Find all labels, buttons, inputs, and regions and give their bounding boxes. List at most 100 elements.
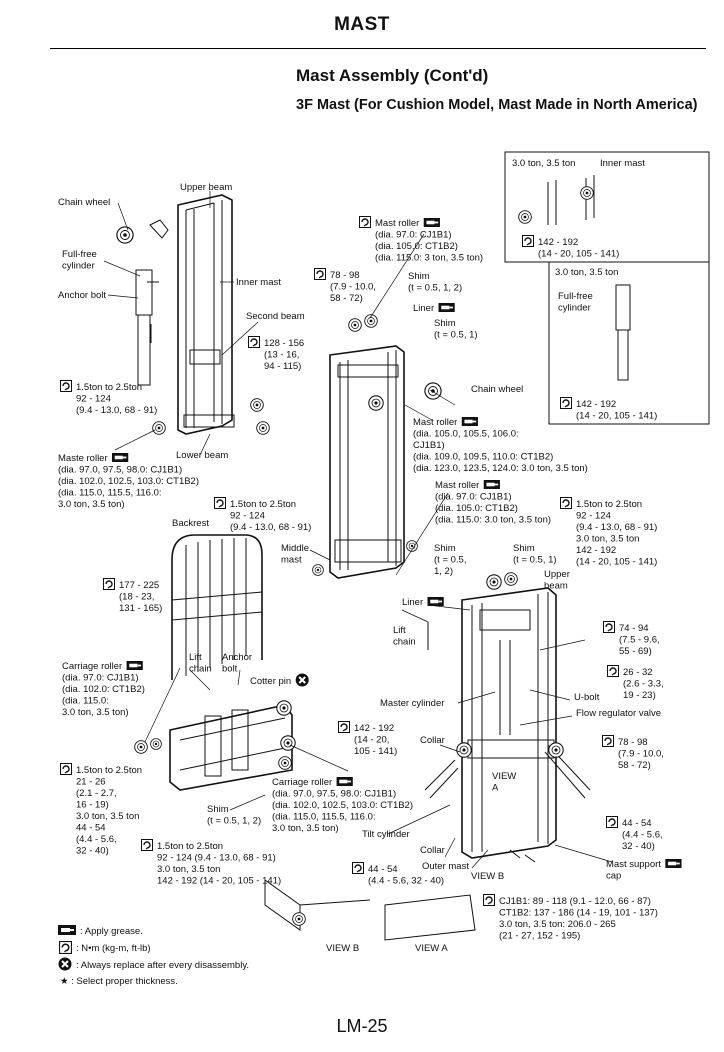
label-line: (dia. 105.0, 105.5, 106.0: — [413, 429, 519, 440]
label-line: (2.6 - 3.3, — [623, 679, 664, 690]
label-line: (dia. 109.0, 109.5, 110.0: CT1B2) — [413, 452, 553, 463]
label-line: (dia. 115.0: 3.0 ton, 3.5 ton) — [435, 515, 551, 526]
label-mast-roller-top: Mast roller(dia. 97.0: CJ1B1)(dia. 105.0… — [359, 216, 483, 264]
label-line: (21 - 27, 152 - 195) — [499, 931, 580, 942]
label-line: 74 - 94 — [619, 623, 649, 634]
label-line: (13 - 16, — [264, 350, 299, 361]
torque-icon — [483, 894, 495, 906]
label-view-a-caption: VIEW A — [415, 943, 448, 954]
view-sketches — [264, 849, 536, 941]
label-line: Upper beam — [180, 182, 232, 193]
label-line: (dia. 97.0, 97.5, 98.0: CJ1B1) — [58, 465, 182, 476]
label-inset-bottom-title: 3.0 ton, 3.5 ton — [555, 267, 618, 278]
label-line: 3.0 ton, 3.5 ton) — [62, 707, 129, 718]
torque-icon — [141, 839, 153, 851]
label-line: 78 - 98 — [330, 270, 360, 281]
label-line: Chain wheel — [471, 384, 523, 395]
label-torque-26-32: 26 - 32(2.6 - 3.3,19 - 23) — [607, 665, 664, 701]
label-line: beam — [544, 581, 568, 592]
label-lower-beam: Lower beam — [176, 450, 228, 461]
label-u-bolt: U-bolt — [574, 692, 600, 703]
label-liner-top: Liner — [413, 303, 455, 314]
label-line: 32 - 40) — [622, 841, 655, 852]
label-line: Lift — [393, 625, 406, 636]
label-torque-44-54-b: 44 - 54(4.4 - 5.6, 32 - 40) — [352, 862, 444, 887]
label-line: 21 - 26 — [76, 777, 106, 788]
torque-icon — [603, 621, 615, 633]
legend-torque: : N•m (kg-m, ft-lb) — [76, 943, 151, 954]
rollers-left — [116, 226, 270, 435]
label-collar-bottom: Collar — [420, 845, 445, 856]
label-line: (2.1 - 2.7, — [76, 788, 117, 799]
label-torque-177-225: 177 - 225(18 - 23,131 - 165) — [103, 578, 162, 614]
label-anchor-bolt: Anchor bolt — [58, 290, 106, 301]
grease-icon — [427, 597, 444, 606]
label-line: (9.4 - 13.0, 68 - 91) — [76, 405, 157, 416]
label-line: Shim — [513, 543, 535, 554]
label-line: chain — [393, 637, 416, 648]
torque-icon — [606, 816, 618, 828]
page-title: Mast Assembly (Cont'd) — [296, 66, 489, 85]
label-line: (dia. 97.0, 97.5, 98.0: CJ1B1) — [272, 789, 396, 800]
label-view-b-caption: VIEW B — [326, 943, 359, 954]
label-line: 16 - 19) — [76, 800, 109, 811]
label-shim-mid-a: Shim(t = 0.5,1, 2) — [434, 543, 466, 577]
label-outer-mast: Outer mast — [422, 861, 469, 872]
label-line: (4.4 - 5.6, — [76, 834, 117, 845]
label-line: A — [492, 783, 499, 794]
label-line: 105 - 141) — [354, 746, 397, 757]
label-line: Flow regulator valve — [576, 708, 661, 719]
label-line: (dia. 115.0: — [62, 696, 109, 707]
label-shim-mid-b: Shim(t = 0.5, 1) — [513, 543, 557, 566]
legend-grease: : Apply grease. — [80, 926, 143, 937]
label-line: (4.4 - 5.6, — [622, 830, 663, 841]
label-line: 94 - 115) — [264, 361, 301, 372]
label-line: 26 - 32 — [623, 667, 653, 678]
label-shim-top-2: Shim(t = 0.5, 1) — [434, 318, 478, 341]
label-line: 92 - 124 — [576, 511, 611, 522]
label-line: 3.0 ton, 3.5 ton) — [58, 499, 125, 510]
grease-icon — [112, 453, 129, 462]
grease-icon — [423, 218, 440, 227]
torque-icon — [338, 721, 350, 733]
torque-icon — [60, 763, 72, 775]
label-line: Inner mast — [236, 277, 281, 288]
middle-mast-drawing — [329, 345, 405, 579]
label-line: 1, 2) — [434, 566, 453, 577]
label-line: 3.0 ton, 3.5 ton — [555, 267, 618, 278]
label-line: (9.4 - 13.0, 68 - 91) — [230, 522, 311, 533]
label-line: Mast roller — [375, 218, 419, 229]
torque-icon — [607, 665, 619, 677]
grease-icon — [665, 859, 682, 868]
torque-icon — [359, 216, 371, 228]
label-line: (dia. 97.0: CJ1B1) — [62, 673, 139, 684]
label-liner-mid: Liner — [402, 597, 444, 608]
label-line: (4.4 - 5.6, 32 - 40) — [368, 876, 444, 887]
label-chain-wheel-left: Chain wheel — [58, 197, 110, 208]
label-line: 78 - 98 — [618, 737, 648, 748]
label-line: Mast roller — [435, 480, 479, 491]
label-line: 44 - 54 — [76, 823, 106, 834]
label-line: Mast roller — [413, 417, 457, 428]
label-inset-bottom-torque: 142 - 192(14 - 20, 105 - 141) — [560, 397, 657, 422]
label-line: (t = 0.5, — [434, 555, 466, 566]
label-line: Chain wheel — [58, 197, 110, 208]
label-line: 58 - 72) — [618, 760, 651, 771]
torque-icon — [248, 336, 260, 348]
label-inset-inner-mast: Inner mast — [600, 158, 645, 169]
label-line: 92 - 124 — [230, 511, 265, 522]
label-line: Shim — [434, 318, 456, 329]
label-line: (dia. 102.0, 102.5, 103.0: CT1B2) — [58, 476, 199, 487]
label-line: Full-free — [62, 249, 97, 260]
label-torque-74-94: 74 - 94(7.5 - 9.6,55 - 69) — [603, 621, 660, 657]
label-line: 1.5ton to 2.5ton — [76, 382, 142, 393]
label-line: Shim — [408, 271, 430, 282]
grease-icon — [336, 777, 353, 786]
